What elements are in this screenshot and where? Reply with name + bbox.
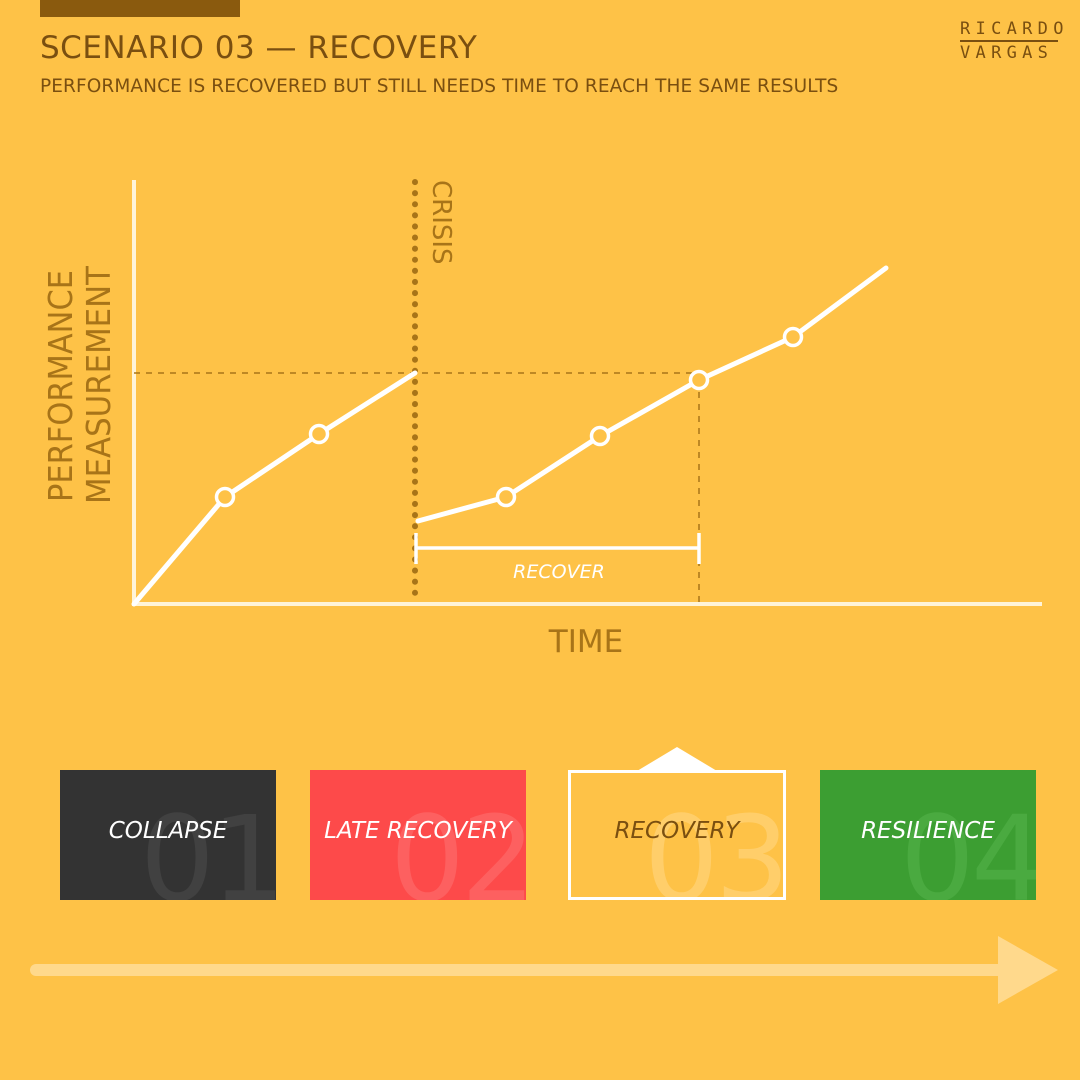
post-crisis-curve — [415, 265, 889, 524]
logo-line-2: VARGAS — [960, 42, 1054, 63]
recover-label: RECOVER — [513, 561, 605, 583]
top-accent-bar — [40, 0, 240, 17]
pre-crisis-curve — [131, 370, 418, 607]
y-axis-label-line-1: PERFORMANCE — [41, 270, 80, 502]
curve-marker — [308, 423, 330, 445]
scenario-number: 04 — [899, 790, 1036, 900]
logo-divider — [960, 40, 1058, 42]
scenario-label: RECOVERY — [614, 818, 740, 844]
page-title: SCENARIO 03 — RECOVERY — [40, 30, 478, 66]
page-subtitle: PERFORMANCE IS RECOVERED BUT STILL NEEDS… — [40, 76, 839, 97]
timeline-arrow — [30, 936, 1058, 1004]
scenario-card-inner: 03 RECOVERY — [571, 773, 784, 897]
curve-marker — [688, 369, 710, 391]
logo-line-1: RICARDO — [960, 19, 1069, 39]
y-axis-label-line-2: MEASUREMENT — [79, 265, 118, 504]
selected-scenario-pointer — [637, 747, 717, 771]
scenario-card-collapse[interactable]: 01 COLLAPSE — [60, 770, 276, 900]
scenario-label: LATE RECOVERY — [324, 818, 512, 844]
scenario-number: 03 — [643, 790, 783, 897]
brand-logo: RICARDO VARGAS — [960, 18, 1069, 64]
timeline-arrow-head — [998, 936, 1058, 1004]
scenario-label: RESILIENCE — [861, 818, 995, 844]
scenario-card-resilience[interactable]: 04 RESILIENCE — [820, 770, 1036, 900]
scenario-number: 01 — [139, 790, 276, 900]
curve-marker — [589, 425, 611, 447]
curve-marker — [495, 486, 517, 508]
scenario-card-recovery[interactable]: 03 RECOVERY — [568, 770, 786, 900]
scenario-card-late-recovery[interactable]: 02 LATE RECOVERY — [310, 770, 526, 900]
crisis-label: CRISIS — [426, 180, 456, 265]
x-axis-label: TIME — [548, 624, 623, 660]
scenario-number: 02 — [389, 790, 526, 900]
scenario-label: COLLAPSE — [108, 818, 228, 844]
curve-marker — [782, 326, 804, 348]
curve-marker — [214, 486, 236, 508]
